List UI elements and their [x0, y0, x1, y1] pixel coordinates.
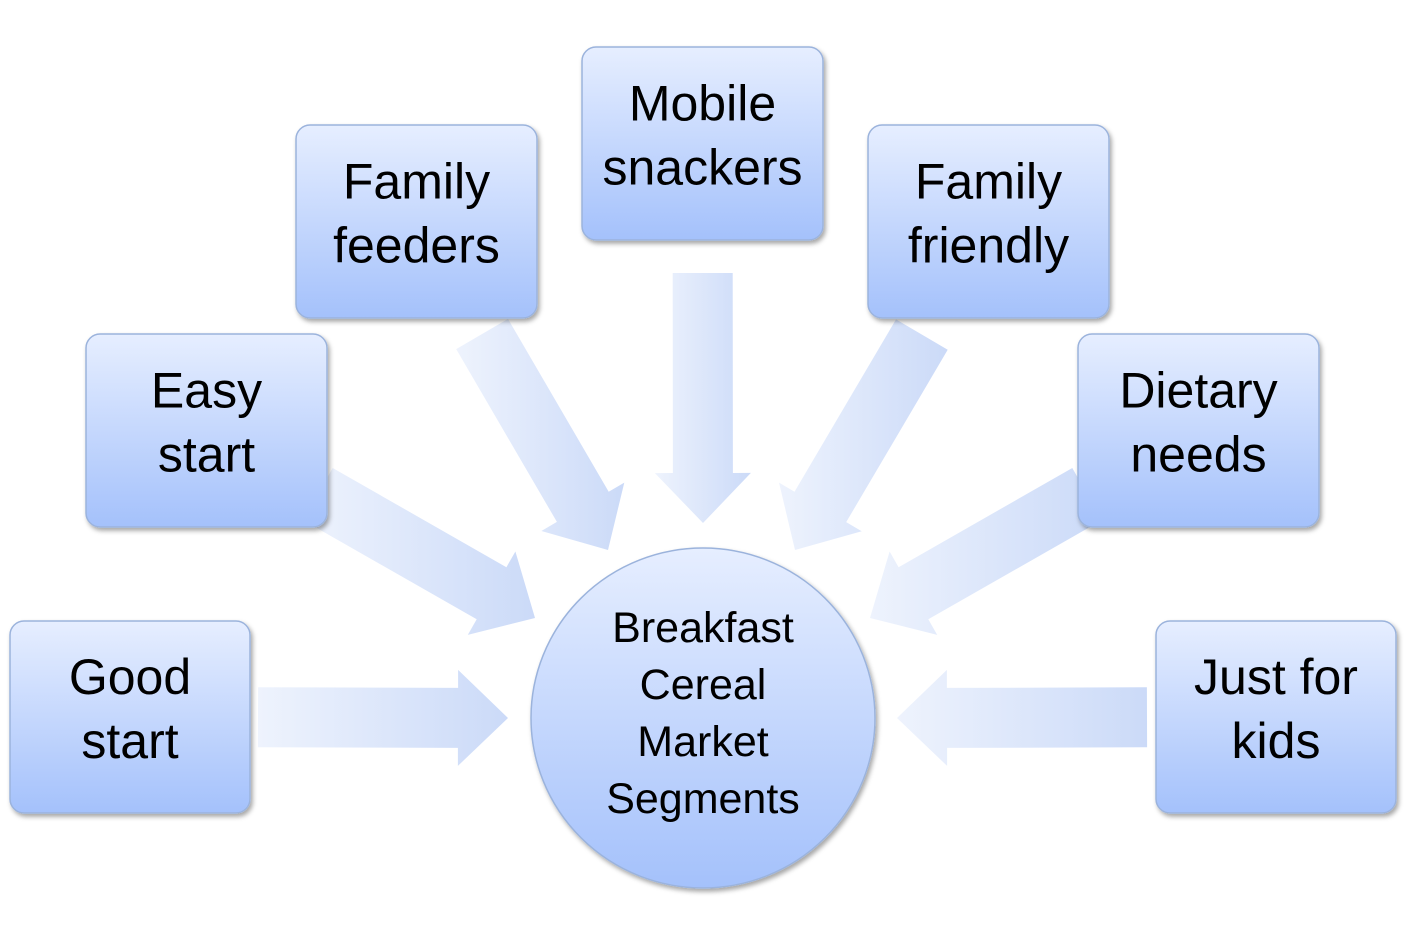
segment-box-easy-start: Easy start — [85, 333, 328, 528]
segment-label-family-friendly-line-2: friendly — [908, 218, 1069, 274]
arrow-dietary-needs — [870, 468, 1102, 635]
segment-label-mobile-snackers-line-1: Mobile — [629, 76, 776, 132]
center-label-line-1: Breakfast — [612, 604, 794, 652]
arrow-good-start — [257, 669, 508, 766]
segment-label-family-feeders-line-1: Family — [343, 154, 490, 210]
center-label-line-2: Cereal — [640, 661, 767, 709]
arrow-family-friendly — [779, 319, 948, 550]
segment-box-dietary-needs: Dietary needs — [1077, 333, 1320, 528]
segment-box-just-for-kids: Just for kids — [1155, 620, 1397, 814]
segment-label-mobile-snackers-line-2: snackers — [602, 140, 802, 196]
arrow-mobile-snackers — [654, 273, 751, 523]
segment-box-bg — [867, 124, 1110, 319]
segment-box-mobile-snackers: Mobile snackers — [581, 46, 824, 241]
segment-label-dietary-needs-line-1: Dietary — [1119, 363, 1277, 419]
segment-box-bg — [1077, 333, 1320, 528]
segment-label-family-friendly-line-1: Family — [915, 154, 1062, 210]
arrow-just-for-kids — [897, 669, 1148, 766]
segment-box-bg — [85, 333, 328, 528]
center-label-line-4: Segments — [606, 775, 800, 823]
segment-box-bg — [1155, 620, 1397, 814]
boxes-layer: Good start Easy start Family feeders Mobile sna… — [9, 46, 1397, 814]
arrow-easy-start — [303, 468, 535, 635]
segment-label-good-start-line-2: start — [81, 713, 178, 769]
arrows-layer — [257, 273, 1148, 766]
segment-box-family-friendly: Family friendly — [867, 124, 1110, 319]
segment-box-family-feeders: Family feeders — [295, 124, 538, 319]
center-circle — [530, 547, 876, 889]
segment-label-family-feeders-line-2: feeders — [333, 218, 500, 274]
segment-label-just-for-kids-line-2: kids — [1232, 713, 1321, 769]
segment-box-bg — [295, 124, 538, 319]
segment-box-good-start: Good start — [9, 620, 251, 814]
segment-label-dietary-needs-line-2: needs — [1130, 427, 1266, 483]
center-label-line-3: Market — [637, 718, 768, 766]
segment-label-good-start-line-1: Good — [69, 649, 191, 705]
segment-box-bg — [9, 620, 251, 814]
segment-label-just-for-kids-line-1: Just for — [1194, 649, 1358, 705]
segment-label-easy-start-line-1: Easy — [151, 363, 262, 419]
segment-label-easy-start-line-2: start — [158, 427, 255, 483]
segment-box-bg — [581, 46, 824, 241]
arrow-family-feeders — [456, 318, 625, 550]
